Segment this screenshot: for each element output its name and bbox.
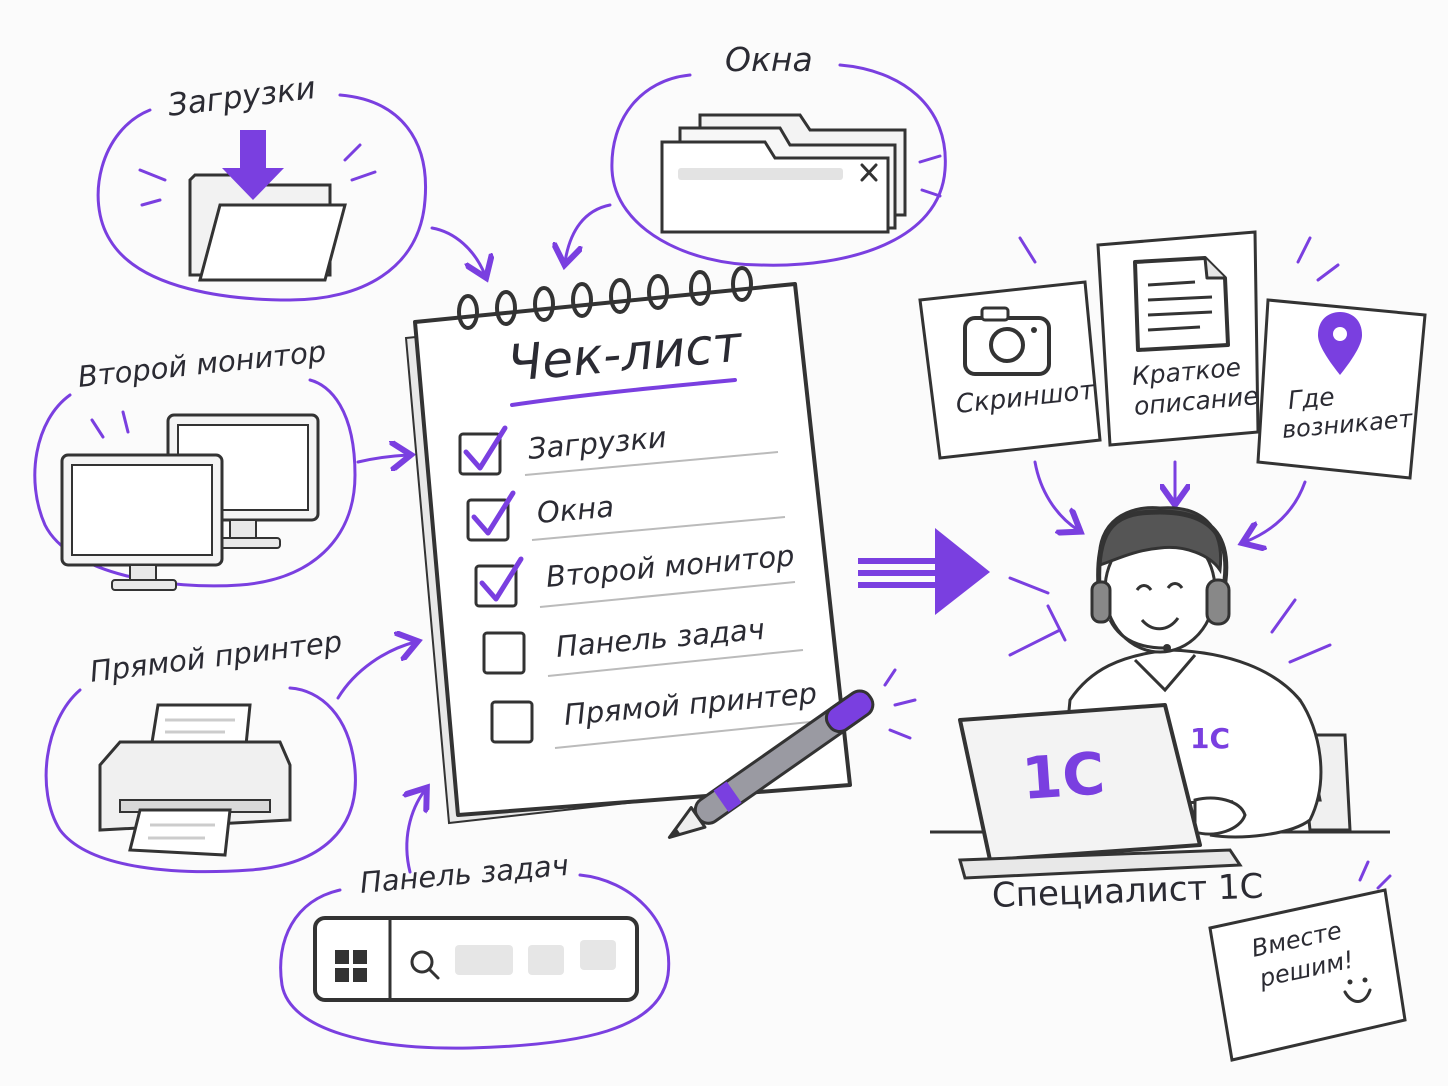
title-underline [510, 378, 737, 407]
windows-label: Окна [725, 40, 813, 79]
printer-bubble [44, 686, 357, 874]
checklist-item-2: Окна [535, 489, 616, 530]
dual-monitor-icon [60, 410, 320, 591]
checkmark-1 [463, 425, 508, 471]
checkbox-2[interactable] [466, 498, 510, 542]
camera-icon [963, 306, 1051, 376]
checkbox-1[interactable] [458, 432, 502, 476]
windows-bubble [610, 63, 947, 267]
big-right-arrow [858, 528, 990, 615]
checkmark-3 [479, 556, 524, 602]
checkbox-4[interactable] [482, 631, 526, 675]
where-card [1256, 298, 1427, 480]
pen-sparkles [883, 668, 917, 740]
notebook-spiral [457, 266, 753, 330]
taskbar-bubble [279, 873, 671, 1050]
pen-icon [667, 689, 875, 839]
checkmark-2 [471, 490, 516, 536]
printer-icon [98, 703, 292, 857]
checkbox-3[interactable] [474, 564, 518, 608]
downloads-bubble [96, 93, 428, 302]
checkbox-5[interactable] [490, 700, 534, 744]
monitor-bubble [33, 378, 357, 588]
download-folder-icon [138, 130, 377, 282]
location-pin-icon [1318, 312, 1362, 375]
checklist-rows [458, 425, 811, 749]
document-icon [1133, 256, 1230, 352]
checklist-notebook [404, 282, 852, 825]
where-card-line1: Где [1286, 381, 1336, 415]
card-sparkles-right [1018, 236, 1340, 282]
laptop-logo: 1С [1019, 739, 1108, 813]
windows-stack-icon [660, 113, 942, 234]
support-specialist-icon [930, 506, 1390, 880]
smiley-mouth [1343, 988, 1372, 1003]
connector-arrows [336, 203, 1307, 874]
taskbar-icon [313, 916, 639, 1002]
sticky-note [1208, 860, 1407, 1062]
shirt-logo: 1С [1190, 722, 1231, 755]
